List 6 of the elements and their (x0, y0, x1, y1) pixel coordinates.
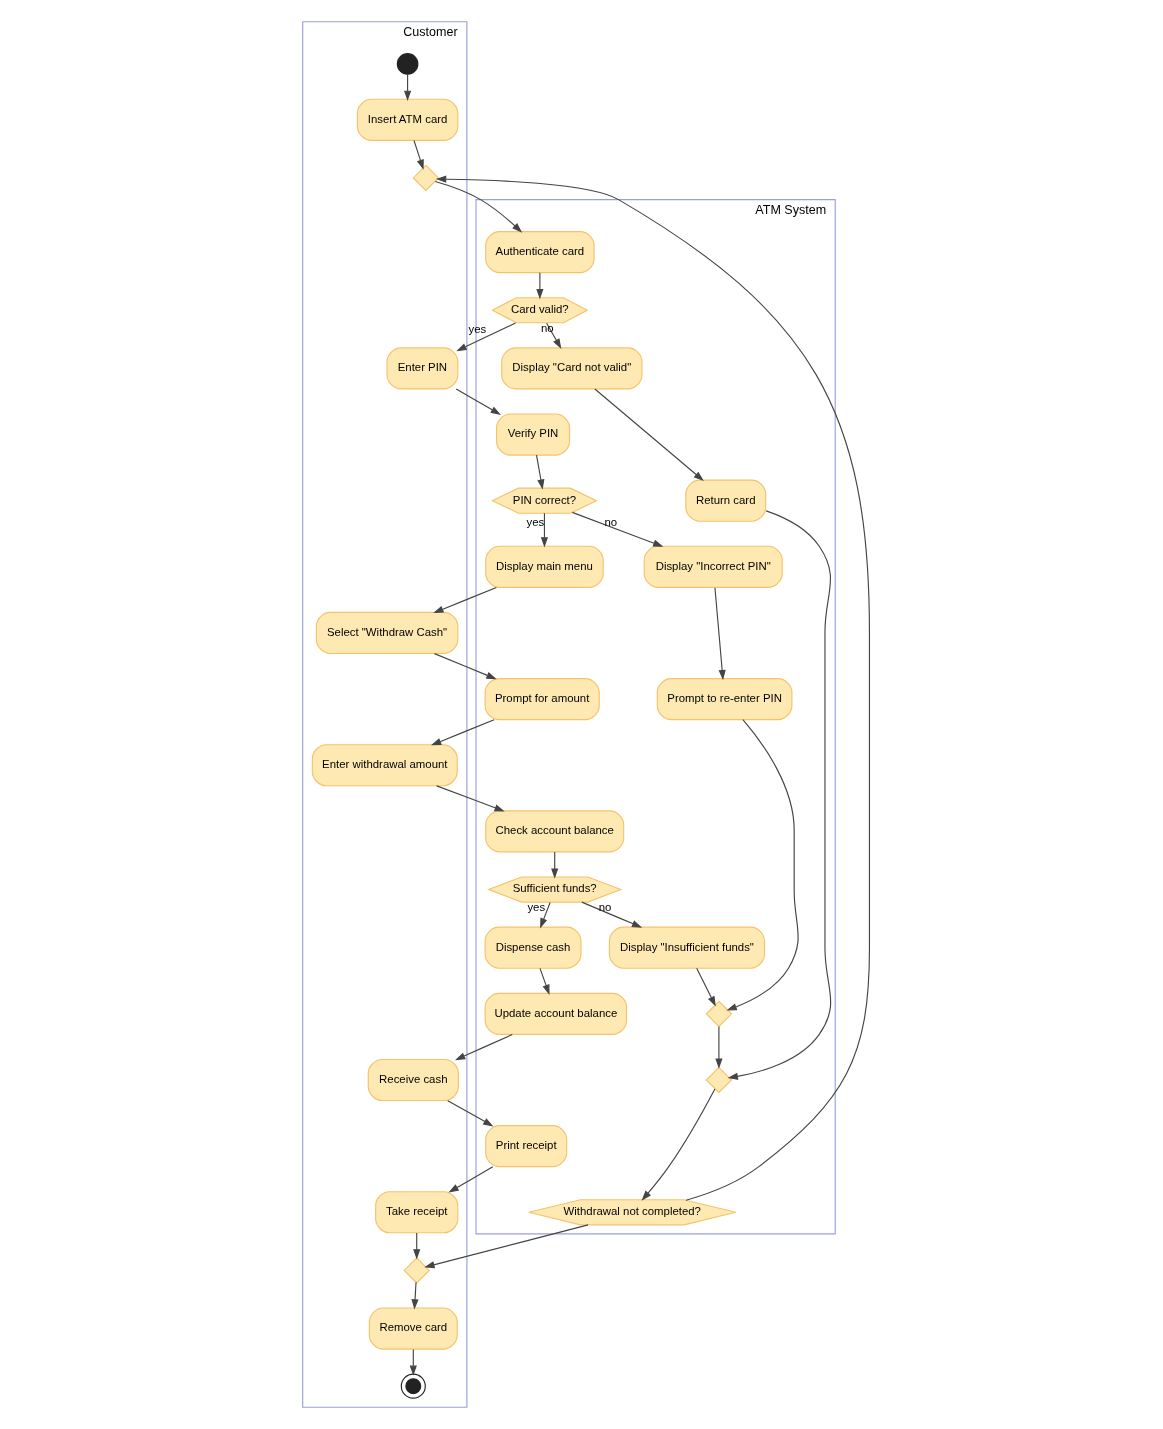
edge-label: no (540, 321, 554, 334)
edge-label: no (598, 901, 612, 914)
edge-label: yes (526, 516, 545, 529)
edge-label: yes (527, 901, 546, 914)
edge-label: yes (468, 323, 487, 336)
edge-label: no (604, 515, 618, 528)
